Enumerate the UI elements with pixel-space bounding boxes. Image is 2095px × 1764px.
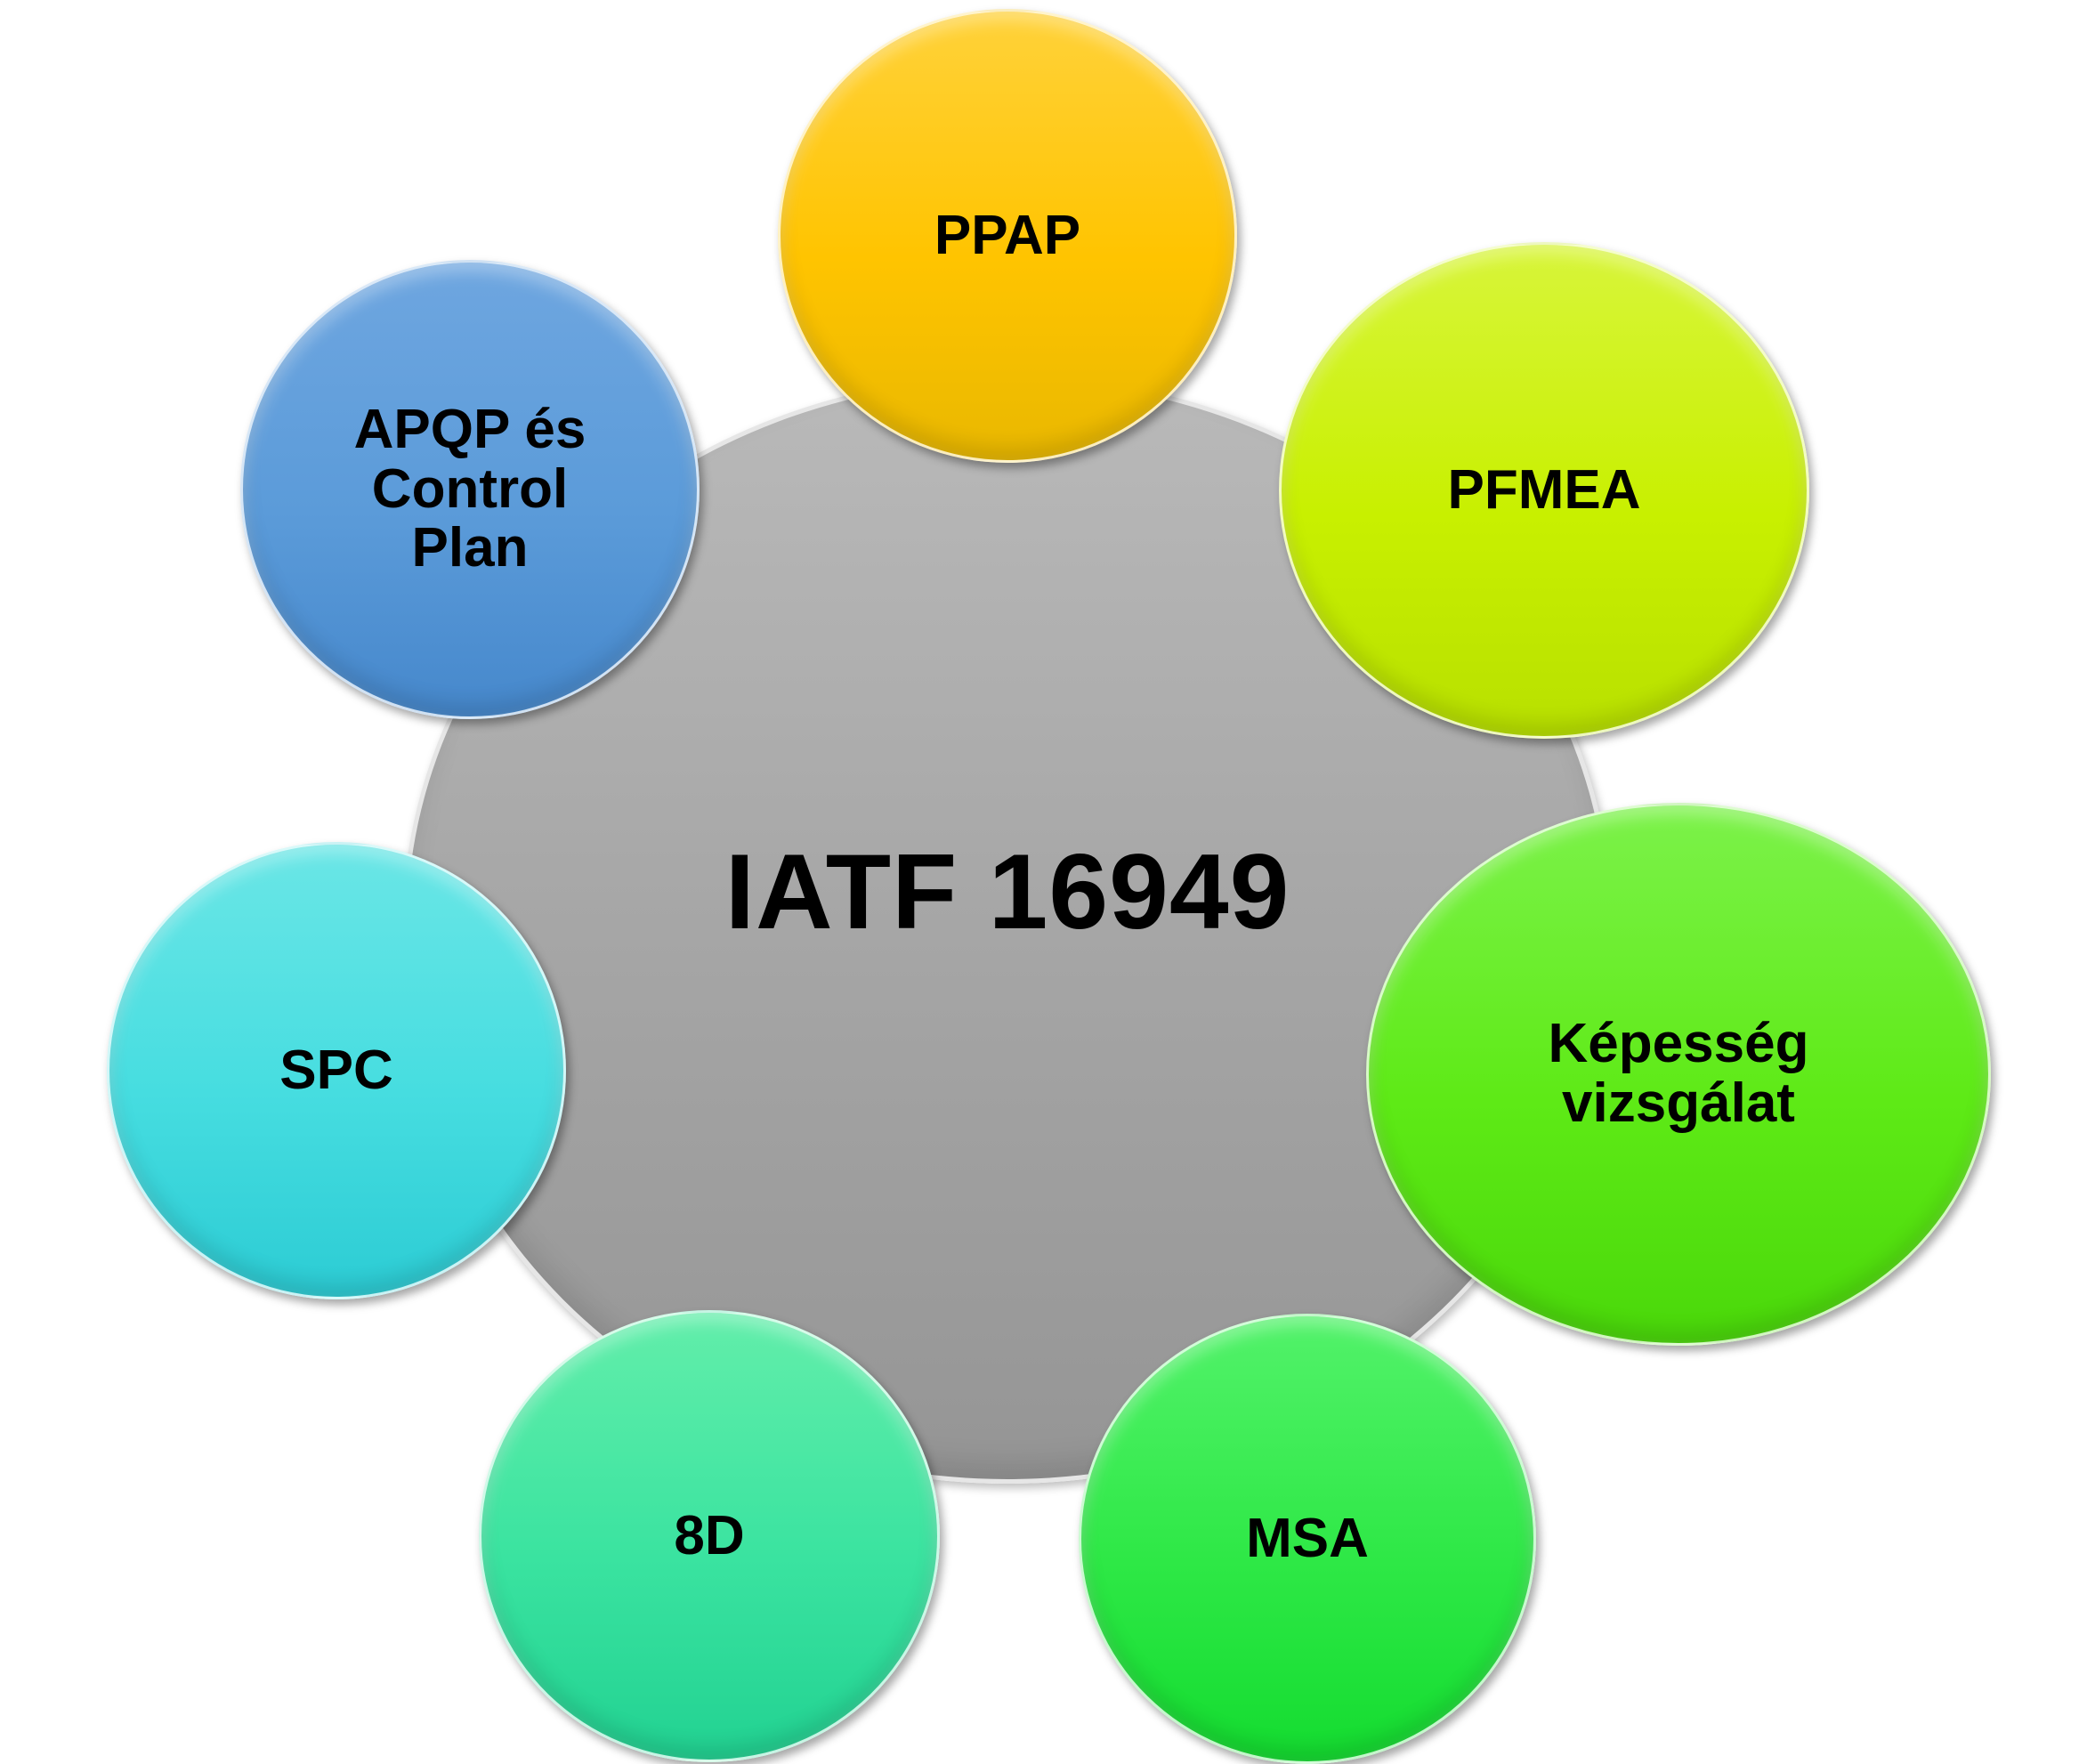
spc-circle: SPC xyxy=(107,842,566,1299)
kepesseg-vizsgalat-label: Képesség vizsgálat xyxy=(1548,1013,1809,1134)
ppap-circle: PPAP xyxy=(778,9,1237,463)
pfmea-label: PFMEA xyxy=(1447,458,1641,521)
apqp-control-plan-circle: APQP és Control Plan xyxy=(240,260,700,719)
pfmea-circle: PFMEA xyxy=(1279,242,1809,739)
msa-circle: MSA xyxy=(1079,1314,1536,1764)
apqp-control-plan-label: APQP és Control Plan xyxy=(353,398,586,579)
center-label: IATF 16949 xyxy=(724,831,1290,951)
8d-circle: 8D xyxy=(479,1310,940,1762)
ppap-label: PPAP xyxy=(934,204,1081,266)
8d-label: 8D xyxy=(674,1504,745,1566)
kepesseg-vizsgalat-circle: Képesség vizsgálat xyxy=(1366,803,1991,1346)
msa-label: MSA xyxy=(1246,1507,1369,1569)
spc-label: SPC xyxy=(279,1039,393,1101)
